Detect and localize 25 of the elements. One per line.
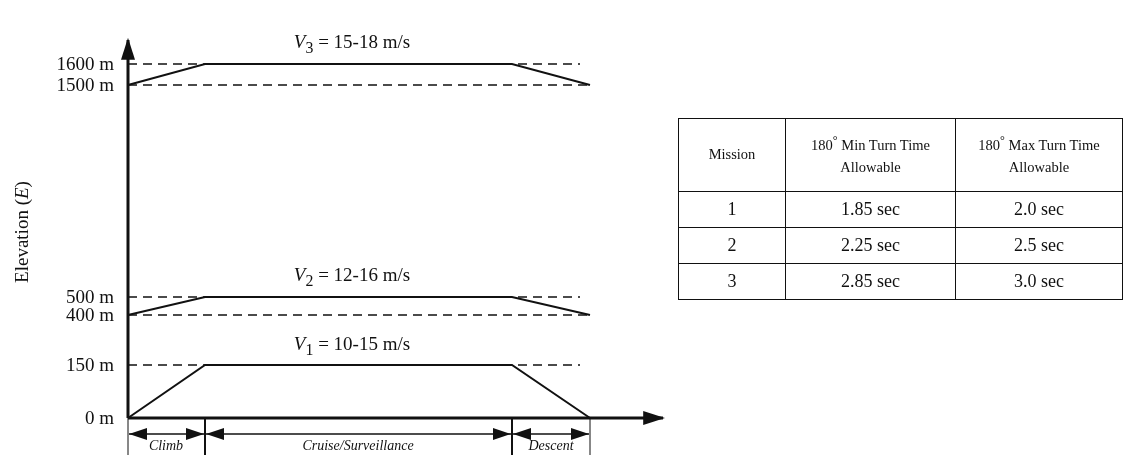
column-header: 180$^{°}$ Min Turn Time Allowable (786, 119, 956, 192)
phase-label: Cruise/Surveillance (302, 439, 414, 453)
axis-tick-label: 150 m (64, 355, 114, 374)
table-cell: 2 (679, 228, 786, 264)
table-cell: 2.5 sec (956, 228, 1122, 264)
axis-title: Elevation (E) (11, 181, 33, 283)
axis-tick-label: 1600 m (55, 54, 114, 73)
column-header: Mission (679, 119, 786, 192)
axis-tick-label: 0 m (83, 408, 114, 427)
phase-label: Climb (148, 439, 184, 453)
phase-label: Descent (528, 439, 574, 453)
axis-tick-label: 1500 m (55, 75, 114, 94)
table-cell: 2.85 sec (786, 264, 956, 299)
speed-label: V$_{1}$ = 10-15 m/s (293, 334, 411, 358)
column-header: 180$^{°}$ Max Turn Time Allowable (956, 119, 1122, 192)
table-cell: 3 (679, 264, 786, 299)
axis-tick-label: 400 m (64, 305, 114, 324)
axis-tick-label: 500 m (64, 287, 114, 306)
table-cell: 1 (679, 192, 786, 228)
speed-label: V$_{2}$ = 12-16 m/s (293, 265, 411, 289)
table-cell: 2.25 sec (786, 228, 956, 264)
table-cell-text: 3.0 sec (1013, 270, 1065, 293)
speed-label: V$_{3}$ = 15-18 m/s (293, 32, 411, 56)
table-cell: 2.0 sec (956, 192, 1122, 228)
table-cell: 1.85 sec (786, 192, 956, 228)
